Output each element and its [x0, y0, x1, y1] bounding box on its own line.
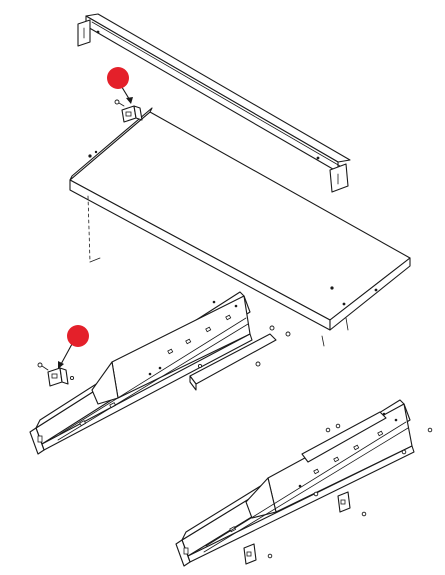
clip-bracket-right [313, 491, 367, 517]
left-slide-strip [189, 325, 291, 391]
clip-bracket-bottom [243, 543, 273, 565]
shelf-panel [69, 107, 411, 347]
rear-support-bar [77, 13, 351, 193]
lower-bracket [37, 343, 75, 387]
upper-bracket [114, 83, 143, 123]
marker-lower-bracket [67, 325, 89, 347]
right-side-rail [175, 399, 415, 567]
left-side-rail [29, 291, 253, 455]
right-slide-strip [301, 411, 433, 463]
marker-upper-bracket [107, 67, 129, 89]
